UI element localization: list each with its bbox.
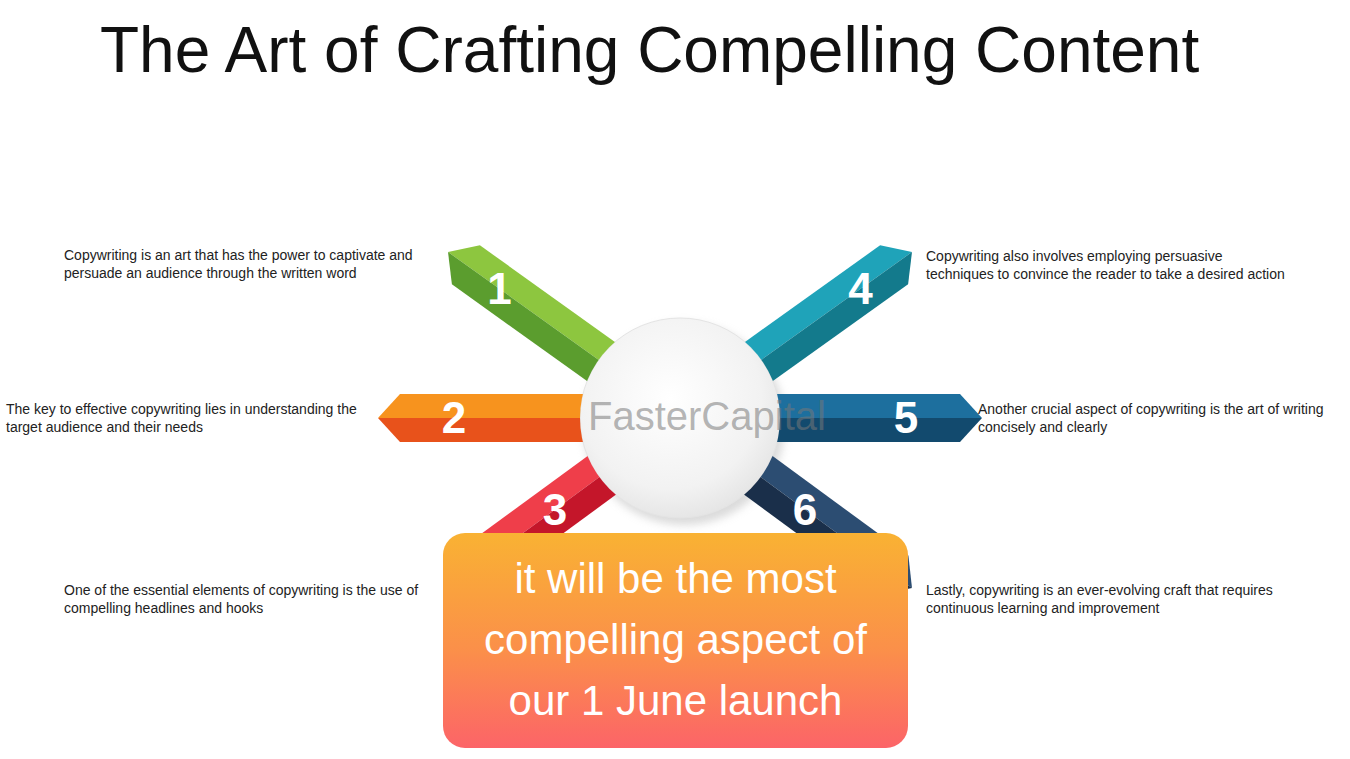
- arrow-outline: [727, 241, 916, 395]
- callout-number: 6: [793, 488, 817, 532]
- arrow-body: [448, 245, 629, 391]
- callout-number: 1: [487, 267, 511, 311]
- arrow-shape: 4: [727, 241, 916, 395]
- arrow-body: [731, 245, 912, 391]
- banner-text: it will be the most compelling aspect of…: [457, 549, 894, 732]
- watermark-text: FasterCapital: [588, 394, 826, 438]
- description-text: Another crucial aspect of copywriting is…: [978, 400, 1340, 436]
- callout-number: 4: [848, 267, 872, 311]
- arrow-face-dark: [745, 252, 912, 391]
- arrow-outline: [444, 241, 633, 395]
- description-text: Copywriting also involves employing pers…: [926, 247, 1291, 283]
- arrow-face-light: [448, 245, 629, 371]
- callout-number: 2: [442, 396, 466, 440]
- arrow-body: [378, 394, 600, 442]
- arrow-face-dark: [448, 252, 615, 391]
- arrow-face-dark: [378, 418, 600, 442]
- description-text: One of the essential elements of copywri…: [64, 581, 434, 617]
- arrow-shape: 2: [374, 390, 604, 446]
- callout-banner: it will be the most compelling aspect of…: [443, 533, 908, 748]
- description-text: Lastly, copywriting is an ever-evolving …: [926, 581, 1298, 617]
- description-text: Copywriting is an art that has the power…: [64, 246, 436, 282]
- arrow-outline: [374, 390, 604, 446]
- arrow-face-light: [378, 394, 600, 418]
- diagram-title: The Art of Crafting Compelling Content: [100, 14, 1199, 88]
- callout-number: 5: [894, 396, 918, 440]
- arrow-face-light: [731, 245, 912, 371]
- description-text: The key to effective copywriting lies in…: [6, 400, 374, 436]
- arrow-shape: 1: [444, 241, 633, 395]
- callout-number: 3: [543, 488, 567, 532]
